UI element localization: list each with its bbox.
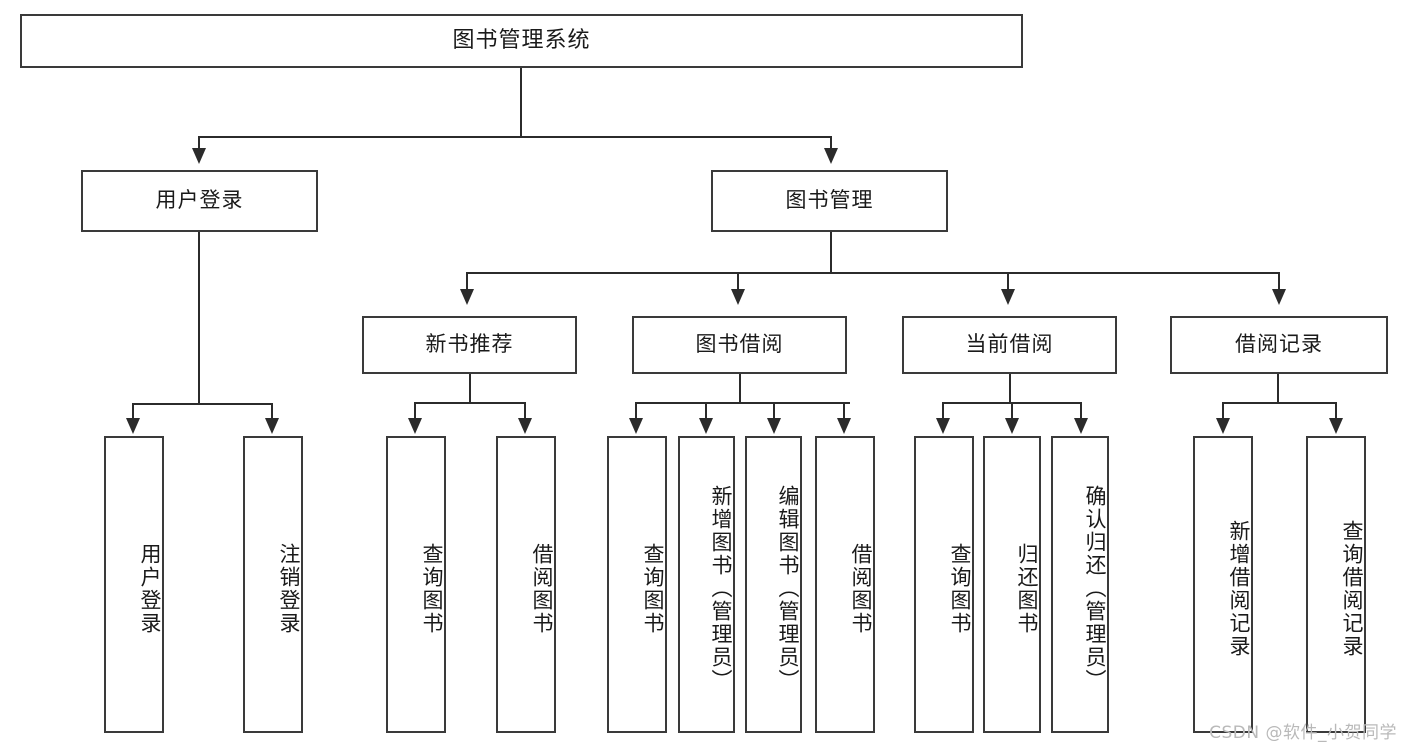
connector-nbr-bus: [414, 402, 526, 404]
leaf-add-book-admin[interactable]: 新增图书（管理员）: [678, 436, 735, 733]
arrowhead-nbr-leaf-2: [518, 418, 532, 434]
connector-br-drop-1: [1222, 402, 1224, 420]
arrowhead-bb-leaf-3: [767, 418, 781, 434]
leaf-label: 查询借阅记录: [1340, 519, 1364, 658]
arrowhead-leaf-user-login: [126, 418, 140, 434]
connector-book-management-stem: [830, 232, 832, 274]
connector-root-drop-right: [830, 136, 832, 152]
connector-cb-drop-1: [942, 402, 944, 420]
connector-bm-drop-1: [466, 272, 468, 292]
arrowhead-to-current-borrow: [1001, 289, 1015, 305]
arrowhead-bb-leaf-2: [699, 418, 713, 434]
node-current-borrow[interactable]: 当前借阅: [902, 316, 1117, 374]
leaf-query-book-cb[interactable]: 查询图书: [914, 436, 974, 733]
connector-bb-drop-3: [773, 402, 775, 420]
node-new-book-recommend[interactable]: 新书推荐: [362, 316, 577, 374]
leaf-borrow-book-nbr[interactable]: 借阅图书: [496, 436, 556, 733]
connector-nbr-stem: [469, 374, 471, 404]
connector-bb-drop-2: [705, 402, 707, 420]
connector-root-bus: [198, 136, 832, 138]
node-user-login[interactable]: 用户登录: [81, 170, 318, 232]
leaf-label: 新增图书（管理员）: [709, 485, 733, 692]
leaf-label: 查询图书: [948, 542, 972, 635]
leaf-logout[interactable]: 注销登录: [243, 436, 303, 733]
leaf-query-book-bb[interactable]: 查询图书: [607, 436, 667, 733]
connector-user-login-bus: [132, 403, 271, 405]
arrowhead-to-borrow-records: [1272, 289, 1286, 305]
connector-book-management-bus: [466, 272, 1280, 274]
connector-bb-bus: [635, 402, 850, 404]
arrowhead-to-new-book-recommend: [460, 289, 474, 305]
connector-user-login-drop-2: [271, 403, 273, 421]
leaf-return-book[interactable]: 归还图书: [983, 436, 1041, 733]
leaf-query-book-nbr[interactable]: 查询图书: [386, 436, 446, 733]
node-book-borrow[interactable]: 图书借阅: [632, 316, 847, 374]
connector-user-login-stem: [198, 232, 200, 405]
leaf-label: 查询图书: [420, 542, 444, 635]
connector-bm-drop-2: [737, 272, 739, 292]
arrowhead-br-leaf-1: [1216, 418, 1230, 434]
leaf-label: 借阅图书: [530, 542, 554, 635]
connector-br-stem: [1277, 374, 1279, 404]
arrowhead-to-book-borrow: [731, 289, 745, 305]
leaf-user-login[interactable]: 用户登录: [104, 436, 164, 733]
connector-bb-drop-1: [635, 402, 637, 420]
connector-br-bus: [1222, 402, 1337, 404]
arrowhead-cb-leaf-2: [1005, 418, 1019, 434]
leaf-label: 编辑图书（管理员）: [776, 485, 800, 692]
leaf-label: 确认归还（管理员）: [1083, 485, 1107, 692]
node-borrow-records[interactable]: 借阅记录: [1170, 316, 1388, 374]
arrowhead-bb-leaf-4: [837, 418, 851, 434]
connector-cb-drop-3: [1080, 402, 1082, 420]
arrowhead-cb-leaf-3: [1074, 418, 1088, 434]
leaf-edit-book-admin[interactable]: 编辑图书（管理员）: [745, 436, 802, 733]
arrowhead-cb-leaf-1: [936, 418, 950, 434]
connector-user-login-drop-1: [132, 403, 134, 421]
arrowhead-nbr-leaf-1: [408, 418, 422, 434]
leaf-confirm-return-admin[interactable]: 确认归还（管理员）: [1051, 436, 1109, 733]
connector-nbr-drop-1: [414, 402, 416, 420]
connector-bm-drop-4: [1278, 272, 1280, 292]
leaf-query-borrow-record[interactable]: 查询借阅记录: [1306, 436, 1366, 733]
arrowhead-to-book-management: [824, 148, 838, 164]
leaf-label: 用户登录: [138, 542, 162, 635]
connector-nbr-drop-2: [524, 402, 526, 420]
leaf-label: 注销登录: [277, 542, 301, 635]
leaf-label: 归还图书: [1015, 542, 1039, 635]
arrowhead-leaf-logout: [265, 418, 279, 434]
leaf-label: 新增借阅记录: [1227, 519, 1251, 658]
arrowhead-bb-leaf-1: [629, 418, 643, 434]
connector-bb-stem: [739, 374, 741, 404]
leaf-label: 查询图书: [641, 542, 665, 635]
connector-root-drop-left: [198, 136, 200, 152]
connector-cb-drop-2: [1011, 402, 1013, 420]
node-book-management[interactable]: 图书管理: [711, 170, 948, 232]
leaf-add-borrow-record[interactable]: 新增借阅记录: [1193, 436, 1253, 733]
arrowhead-br-leaf-2: [1329, 418, 1343, 434]
connector-bm-drop-3: [1007, 272, 1009, 292]
leaf-borrow-book-bb[interactable]: 借阅图书: [815, 436, 875, 733]
arrowhead-to-user-login: [192, 148, 206, 164]
connector-bb-drop-4: [843, 402, 845, 420]
connector-root-stem: [520, 68, 522, 138]
leaf-label: 借阅图书: [849, 542, 873, 635]
node-root-library-management-system[interactable]: 图书管理系统: [20, 14, 1023, 68]
connector-cb-stem: [1009, 374, 1011, 404]
connector-br-drop-2: [1335, 402, 1337, 420]
